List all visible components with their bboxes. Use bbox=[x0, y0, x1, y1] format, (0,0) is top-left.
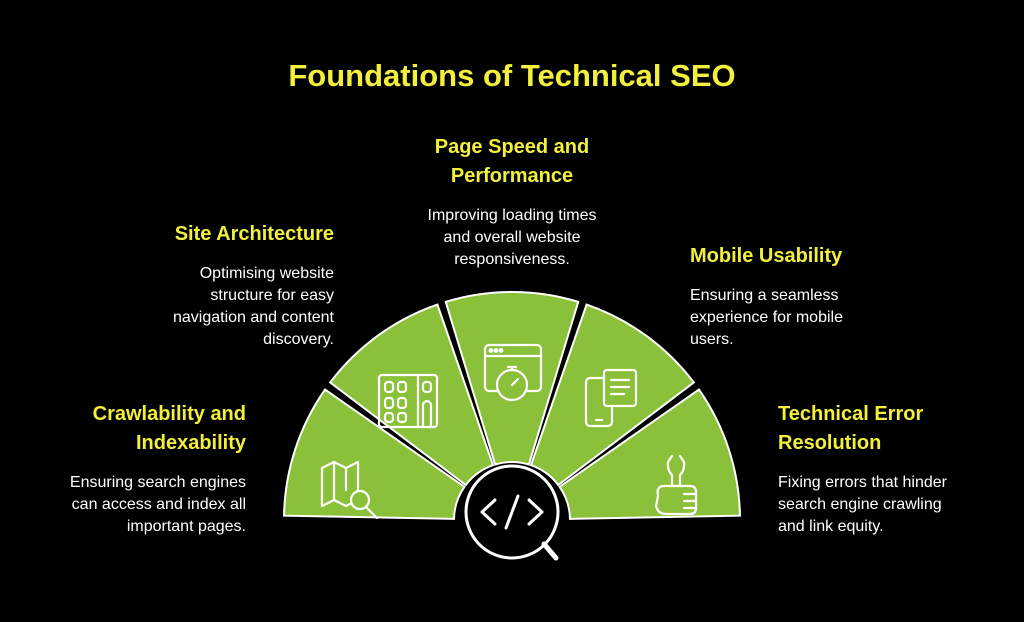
mobile-document-icon bbox=[584, 368, 638, 428]
block-description: Optimising website structure for easy na… bbox=[172, 265, 334, 348]
block-description: Fixing errors that hinder search engine … bbox=[778, 474, 947, 535]
block-title: Crawlability and Indexability bbox=[92, 403, 246, 454]
code-search-icon bbox=[464, 464, 560, 561]
block-title: Page Speed and Performance bbox=[434, 136, 590, 187]
block-page-speed: Page Speed and Performance Improving loa… bbox=[392, 133, 632, 271]
block-crawlability: Crawlability and Indexability Ensuring s… bbox=[30, 400, 246, 538]
block-title: Technical Error Resolution bbox=[778, 403, 924, 454]
block-description: Improving loading times and overall webs… bbox=[427, 207, 597, 268]
map-search-icon bbox=[320, 460, 379, 520]
block-site-architecture: Site Architecture Optimising website str… bbox=[100, 220, 334, 351]
block-description: Ensuring search engines can access and i… bbox=[69, 474, 246, 535]
segment-crawlability bbox=[283, 388, 466, 520]
block-title: Mobile Usability bbox=[690, 245, 843, 267]
block-technical-error: Technical Error Resolution Fixing errors… bbox=[778, 400, 998, 538]
segment-site-architecture bbox=[328, 303, 495, 487]
browser-stopwatch-icon bbox=[483, 343, 543, 402]
block-mobile-usability: Mobile Usability Ensuring a seamless exp… bbox=[690, 242, 930, 351]
page-title: Foundations of Technical SEO bbox=[288, 58, 736, 93]
block-title: Site Architecture bbox=[174, 223, 334, 245]
wrench-hand-icon bbox=[654, 454, 698, 516]
building-icon bbox=[377, 373, 439, 429]
block-description: Ensuring a seamless experience for mobil… bbox=[690, 287, 843, 348]
